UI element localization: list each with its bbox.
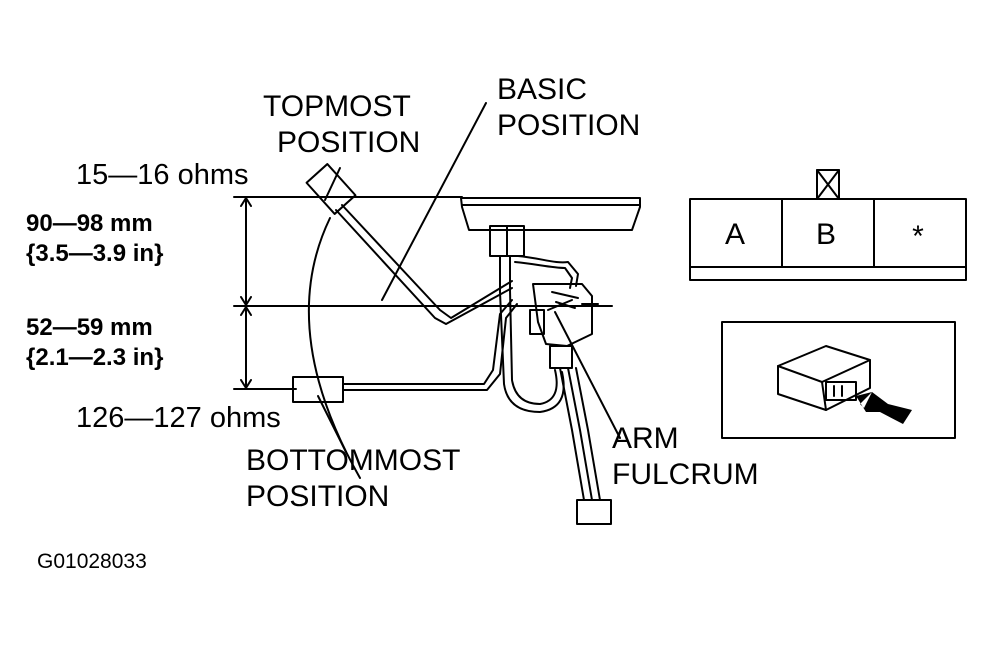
- lower-dimension: 52—59 mm {2.1—2.3 in}: [26, 314, 164, 371]
- arm-fulcrum-body: [532, 283, 593, 347]
- bottommost-leader: [317, 395, 347, 453]
- connector-body-icon: [777, 345, 871, 411]
- float-travel-arc: [307, 217, 361, 479]
- connector-lock-icon: [816, 169, 840, 200]
- terminal-b: B: [816, 218, 836, 251]
- topmost-leader: [324, 167, 341, 201]
- terminal-unused: *: [912, 220, 924, 253]
- topmost-resistance: 15—16 ohms: [76, 159, 249, 191]
- topmost-label: TOPMOST POSITION: [263, 90, 421, 159]
- figure-code: G01028033: [37, 550, 147, 573]
- arm-fulcrum-leader: [554, 311, 621, 439]
- sender-flange: [460, 197, 641, 231]
- float-topmost: [305, 163, 357, 215]
- dimension-arrowheads: [240, 197, 252, 389]
- arrow-icon: [856, 392, 912, 424]
- terminal-a: A: [725, 218, 745, 251]
- bottommost-resistance: 126—127 ohms: [76, 402, 281, 434]
- harness-connector: [576, 499, 612, 525]
- arm-fulcrum-label: ARM FULCRUM: [612, 422, 759, 491]
- upper-dimension: 90—98 mm {3.5—3.9 in}: [26, 210, 164, 267]
- bottommost-label: BOTTOMMOST POSITION: [246, 444, 461, 513]
- inset-frame: [721, 321, 956, 439]
- float-bottommost: [292, 376, 344, 403]
- basic-label: BASIC POSITION: [497, 73, 641, 142]
